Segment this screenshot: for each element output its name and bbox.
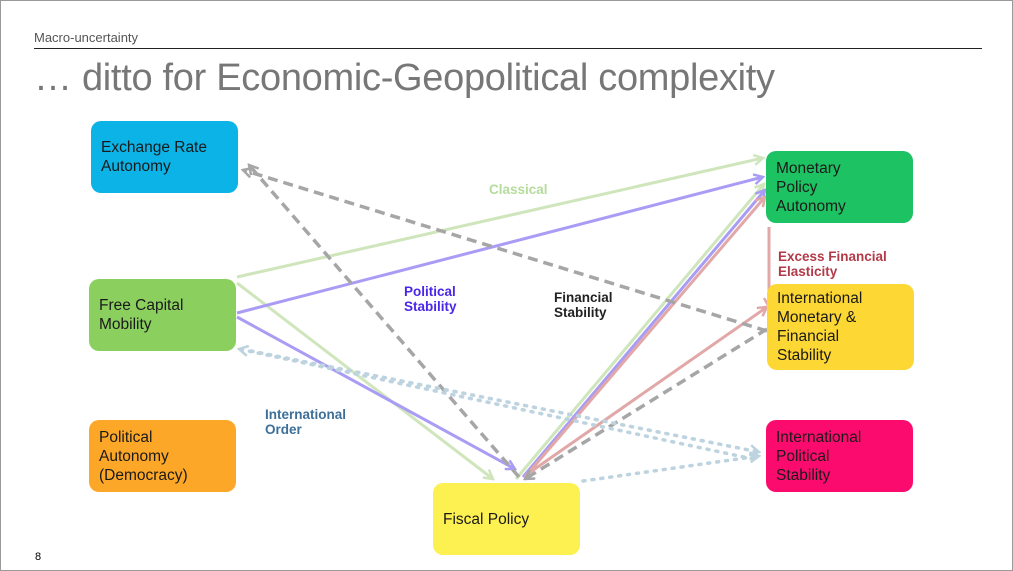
edge-political-fiscal-monetary: [521, 190, 765, 478]
edge-political-capital-monetary: [236, 177, 763, 315]
node-label: International Monetary & Financial Stabi…: [777, 290, 863, 364]
edge-financial-fiscal-exchange: [249, 165, 521, 479]
node-label: Free Capital Mobility: [99, 297, 184, 333]
edge-excess-fiscal-intl: [528, 307, 767, 475]
edge-classical-capital-monetary: [236, 158, 763, 279]
edge-classical-fiscal-monetary: [514, 184, 764, 480]
edge-label-classical: Classical: [489, 182, 548, 197]
node-fiscal-policy: Fiscal Policy: [433, 483, 580, 555]
node-monetary-policy-autonomy: Monetary Policy Autonomy: [766, 151, 913, 223]
edge-label-excess-financial-elasticity: Excess Financial Elasticity: [778, 249, 887, 279]
node-intl-monetary-financial-stability: International Monetary & Financial Stabi…: [767, 284, 914, 370]
node-label: Political Autonomy (Democracy): [99, 428, 188, 484]
edge-label-international-order: International Order: [265, 407, 347, 437]
edge-classical-capital-fiscal: [236, 281, 493, 479]
edge-financial-intl-fiscal: [525, 327, 768, 481]
page-number: 8: [35, 551, 42, 563]
node-label: Monetary Policy Autonomy: [776, 159, 846, 215]
edge-intl-capital-political: [249, 349, 759, 452]
edge-financial-intl-exchange: [243, 170, 768, 333]
slide-title: … ditto for Economic-Geopolitical comple…: [34, 57, 775, 99]
edge-label-political-stability: Political Stability: [404, 284, 457, 314]
node-free-capital-mobility: Free Capital Mobility: [89, 279, 236, 351]
node-label: Fiscal Policy: [443, 510, 530, 528]
node-intl-political-stability: International Political Stability: [766, 420, 913, 492]
node-political-autonomy: Political Autonomy (Democracy): [89, 420, 236, 492]
node-label: Exchange Rate Autonomy: [101, 139, 207, 175]
section-header: Macro-uncertainty: [34, 30, 139, 45]
header-divider: [34, 48, 982, 49]
edge-intl-political-capital: [239, 349, 755, 461]
edge-political-capital-fiscal: [236, 315, 515, 469]
node-exchange-rate-autonomy: Exchange Rate Autonomy: [91, 121, 238, 193]
edge-excess-fiscal-monetary: [523, 197, 765, 478]
edge-label-financial-stability: Financial Stability: [554, 290, 613, 320]
edge-intl-fiscal-political: [581, 456, 759, 483]
node-label: International Political Stability: [776, 428, 862, 484]
